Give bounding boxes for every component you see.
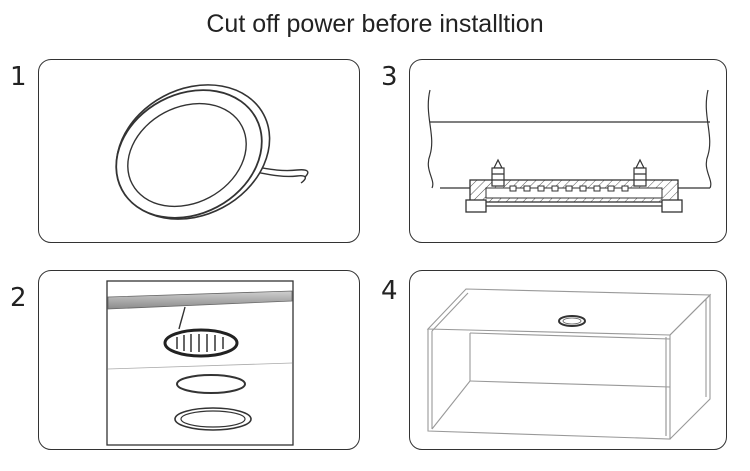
shelf-cut-edge-right [705, 89, 712, 189]
light-body [485, 187, 663, 199]
screw-right [633, 158, 647, 187]
step-number-4: 4 [381, 276, 398, 306]
step-number-1: 1 [10, 62, 27, 92]
cabinet-illustration [426, 288, 712, 440]
screw-left [491, 158, 505, 187]
shelf-underside-line [107, 362, 293, 370]
cabinet-box [426, 288, 712, 440]
round-light-illustration [115, 84, 309, 220]
step-4-panel [409, 270, 727, 450]
step-1-panel [38, 59, 360, 243]
flange-right [661, 199, 683, 213]
cross-section-illustration [427, 89, 712, 213]
housing-teeth [509, 185, 629, 192]
step-number-2: 2 [10, 283, 27, 313]
step-3-panel [409, 59, 727, 243]
light-housing [163, 328, 239, 358]
step-number-3: 3 [381, 62, 398, 92]
installed-light-lens [562, 317, 582, 325]
cable-line [178, 306, 186, 330]
step-2-panel [38, 270, 360, 450]
housing-clips [176, 334, 224, 352]
light-ring [176, 374, 246, 394]
shelf-edge [107, 290, 293, 310]
shelf-cut-edge-left [427, 89, 434, 189]
light-lens [127, 102, 247, 208]
page-title: Cut off power before installtion [206, 10, 544, 38]
exploded-view-illustration [106, 280, 294, 446]
light-lens-inner [180, 410, 246, 428]
flange-left [465, 199, 487, 213]
